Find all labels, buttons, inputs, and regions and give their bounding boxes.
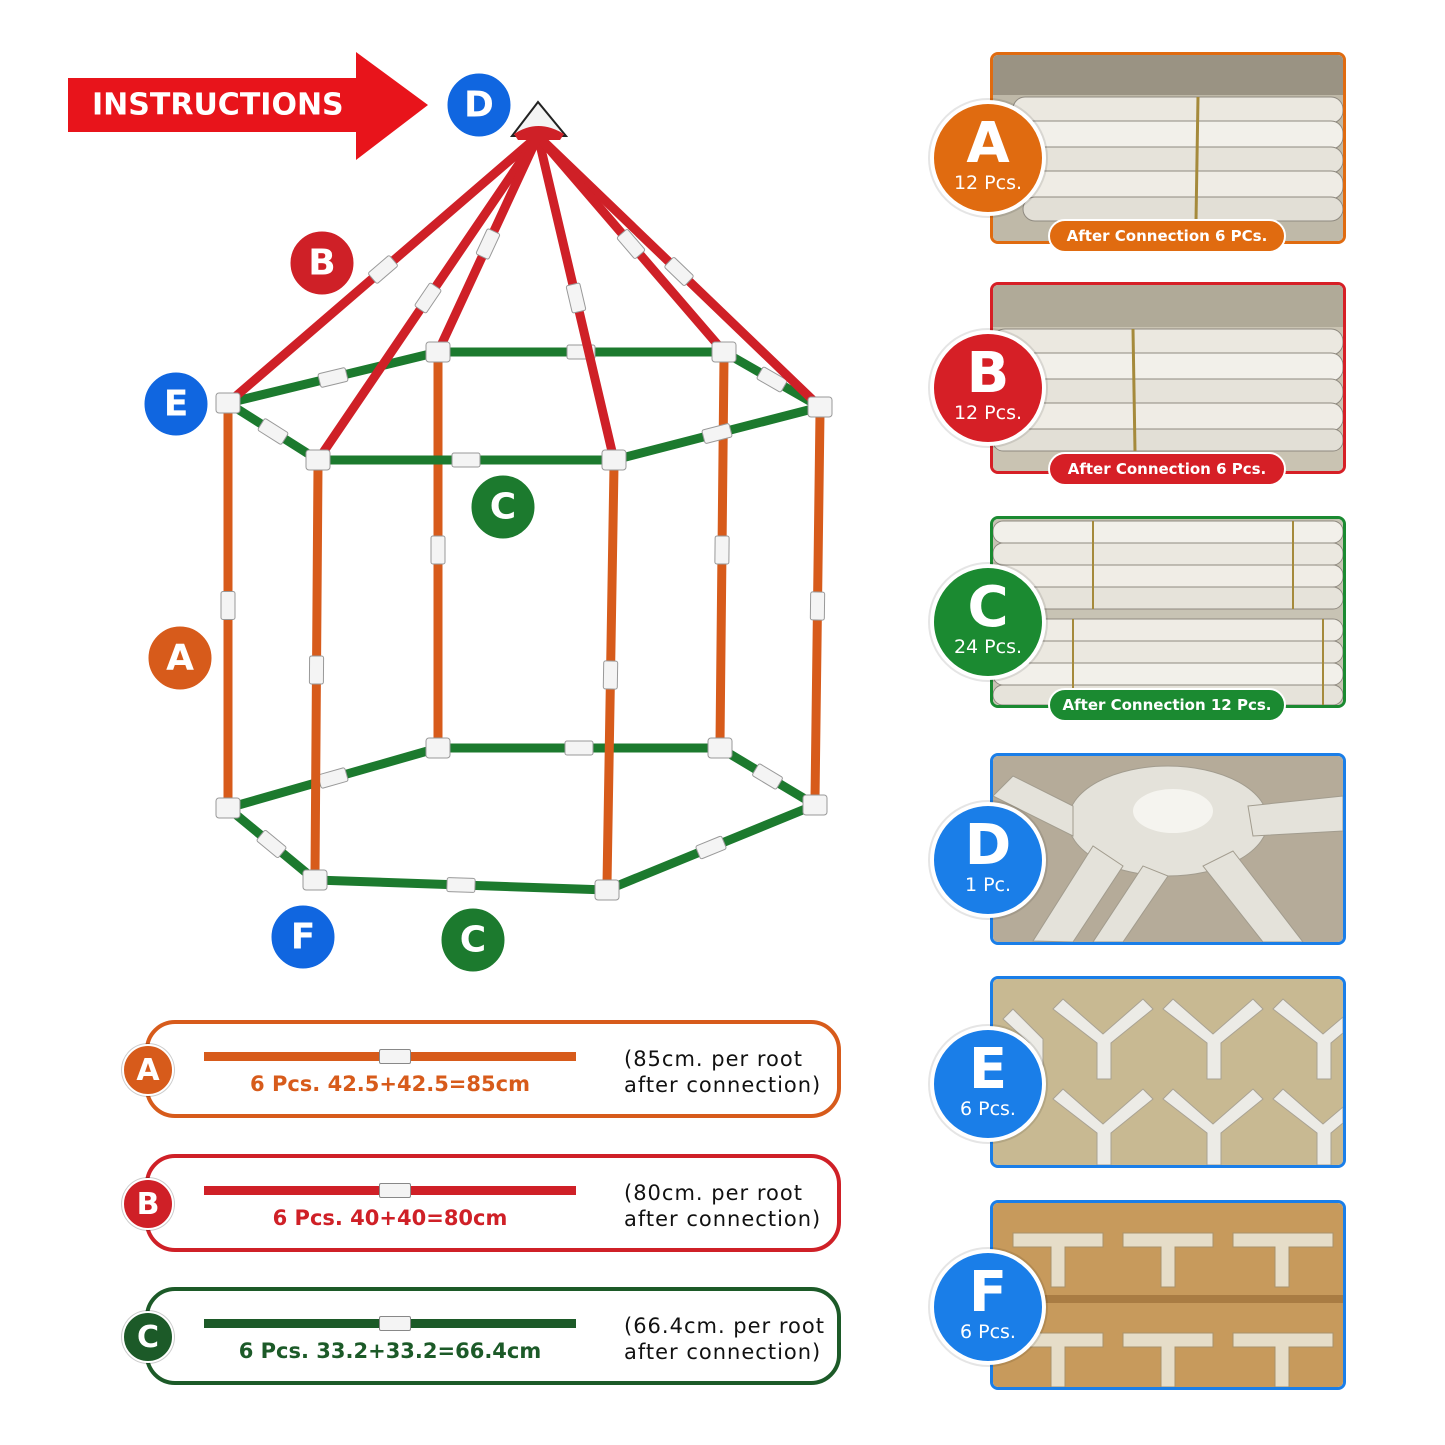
- spec-a-badge: A: [122, 1044, 174, 1096]
- spec-c: C 6 Pcs. 33.2+33.2=66.4cm (66.4cm. per r…: [122, 1287, 841, 1385]
- frame-connector: [305, 449, 331, 471]
- svg-text:D: D: [464, 85, 494, 126]
- rod-joint: [451, 452, 481, 468]
- rod-joint: [616, 229, 646, 259]
- rod-joint: [695, 835, 727, 860]
- rod-joint: [317, 367, 349, 388]
- rods-a-image: [993, 55, 1343, 241]
- rod-joint: [414, 282, 442, 314]
- photo-part-e: [990, 976, 1346, 1168]
- instructions-arrow: [68, 52, 428, 160]
- spec-b-rod: [204, 1183, 576, 1198]
- spec-c-rod: [204, 1316, 576, 1331]
- spec-a-rod: [204, 1049, 576, 1064]
- rod-joint: [602, 660, 619, 690]
- rod-joint: [564, 740, 594, 756]
- rod-joint: [701, 423, 733, 444]
- rods-c-image: [993, 519, 1343, 705]
- rod-joint: [446, 877, 476, 893]
- connector-e-image: [993, 979, 1343, 1165]
- frame-connector: [601, 449, 627, 471]
- frame-connector: [425, 737, 451, 759]
- frame-connector: [215, 392, 241, 414]
- svg-text:A: A: [166, 638, 194, 679]
- rod-joint: [220, 591, 236, 620]
- apex-cap: [514, 126, 564, 140]
- rod-joint: [664, 257, 694, 286]
- instructions-label: INSTRUCTIONS: [92, 88, 344, 123]
- svg-text:E: E: [164, 384, 189, 425]
- spec-c-text: 6 Pcs. 33.2+33.2=66.4cm: [238, 1339, 542, 1363]
- rod-joint: [756, 366, 788, 393]
- label-c-bottom: C: [438, 905, 508, 975]
- frame-connector: [594, 879, 620, 901]
- rod-joint: [475, 228, 501, 260]
- rod-joint: [714, 535, 730, 565]
- frame-connector: [215, 797, 241, 819]
- label-d: D: [444, 70, 514, 140]
- frame-connector: [302, 869, 328, 891]
- frame-structure: [215, 100, 833, 901]
- svg-text:C: C: [490, 487, 516, 528]
- frame-connector: [711, 341, 737, 363]
- label-e: E: [141, 369, 211, 439]
- label-f: F: [268, 902, 338, 972]
- spec-b-badge: B: [122, 1178, 174, 1230]
- label-c-top: C: [468, 472, 538, 542]
- rod-joint: [752, 763, 783, 790]
- rod-joint: [257, 418, 289, 445]
- rod-joint: [256, 829, 287, 859]
- svg-text:C: C: [460, 920, 486, 961]
- label-b: B: [287, 228, 357, 298]
- pill-part-c: After Connection 12 Pcs.: [1048, 688, 1286, 722]
- spec-c-badge: C: [122, 1311, 174, 1363]
- frame-connector: [425, 341, 451, 363]
- rods-b-image: [993, 285, 1343, 471]
- rod-joint: [809, 591, 826, 621]
- photo-part-f: [990, 1200, 1346, 1390]
- pill-part-a: After Connection 6 PCs.: [1048, 219, 1286, 253]
- frame-connector: [707, 737, 733, 759]
- rod-joint: [565, 282, 587, 314]
- connector-f-image: [993, 1203, 1343, 1387]
- frame-connector: [802, 794, 828, 816]
- spec-a-text: 6 Pcs. 42.5+42.5=85cm: [250, 1072, 530, 1096]
- svg-text:F: F: [291, 917, 316, 958]
- frame-connector: [807, 396, 833, 418]
- rod-joint: [308, 655, 325, 685]
- rod-joint: [317, 767, 349, 789]
- rod-joint: [430, 535, 446, 565]
- tent-frame-diagram: INSTRUCTIONS D B E C A F C: [68, 52, 833, 975]
- rod-joint: [368, 255, 398, 284]
- photo-part-b: [990, 282, 1346, 474]
- connector-d-image: [993, 756, 1343, 942]
- spec-b-text: 6 Pcs. 40+40=80cm: [272, 1206, 508, 1230]
- svg-text:B: B: [308, 243, 335, 284]
- photo-part-a: [990, 52, 1346, 244]
- label-a: A: [145, 623, 215, 693]
- pill-part-b: After Connection 6 Pcs.: [1048, 452, 1286, 486]
